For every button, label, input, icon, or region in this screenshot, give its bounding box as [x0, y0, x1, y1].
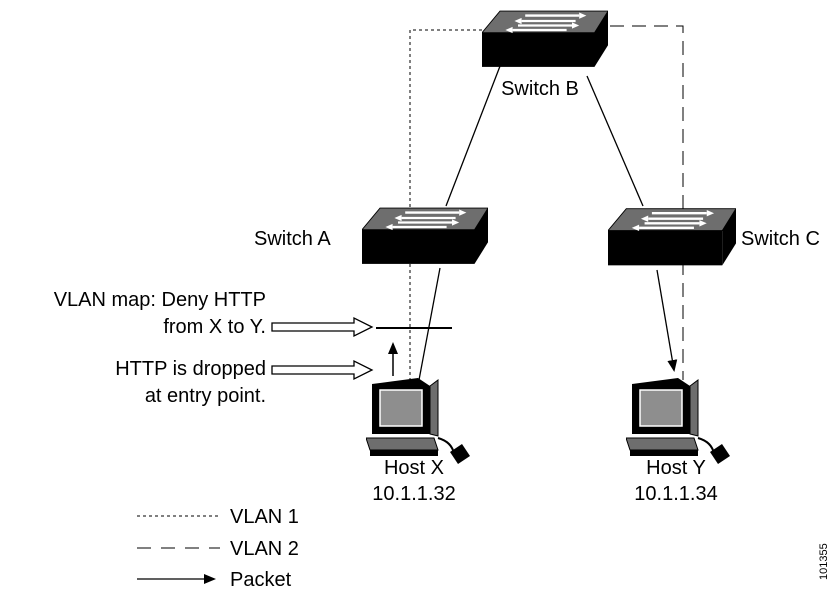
switch-c[interactable]: [608, 207, 736, 267]
dropped-annotation-line1: HTTP is dropped: [115, 358, 266, 380]
figure-id: 101355: [818, 543, 830, 580]
host-x-ip: 10.1.1.32: [372, 483, 455, 505]
vlan2-path: [610, 25, 684, 380]
switch-c-label: Switch C: [741, 228, 820, 250]
switch-a-label: Switch A: [254, 228, 331, 250]
legend-vlan2-label: VLAN 2: [230, 538, 299, 560]
host-y-name: Host Y: [646, 457, 706, 479]
host-y[interactable]: [626, 377, 731, 465]
host-x-workstation-icon: [366, 377, 471, 465]
link-switch-b-switch-c: [586, 75, 644, 207]
hollow-arrow-icon: [271, 316, 374, 338]
vlan-map-annotation-line2: from X to Y.: [163, 316, 266, 338]
legend: VLAN 1 VLAN 2 Packet: [137, 506, 299, 591]
dropped-annotation-line2: at entry point.: [145, 385, 266, 407]
vlan-map-annotation-line1: VLAN map: Deny HTTP: [54, 289, 266, 311]
legend-packet-label: Packet: [230, 569, 292, 591]
switch-b[interactable]: [482, 9, 608, 69]
switch-a[interactable]: [362, 206, 488, 266]
host-x-name: Host X: [384, 457, 444, 479]
link-switch-a-host-x: [418, 267, 441, 381]
host-y-workstation-icon: [626, 377, 731, 465]
link-switch-a-switch-b: [445, 47, 508, 207]
switch-b-label: Switch B: [501, 78, 579, 100]
switch-c-icon: [608, 207, 736, 267]
vlan1-path: [409, 29, 482, 382]
packet-arrow-to-host-y: [656, 269, 678, 372]
switch-a-icon: [362, 206, 488, 266]
legend-vlan1-label: VLAN 1: [230, 506, 299, 528]
host-x[interactable]: [366, 377, 471, 465]
host-y-ip: 10.1.1.34: [634, 483, 717, 505]
switch-b-icon: [482, 9, 608, 69]
hollow-arrow-icon: [271, 359, 374, 381]
